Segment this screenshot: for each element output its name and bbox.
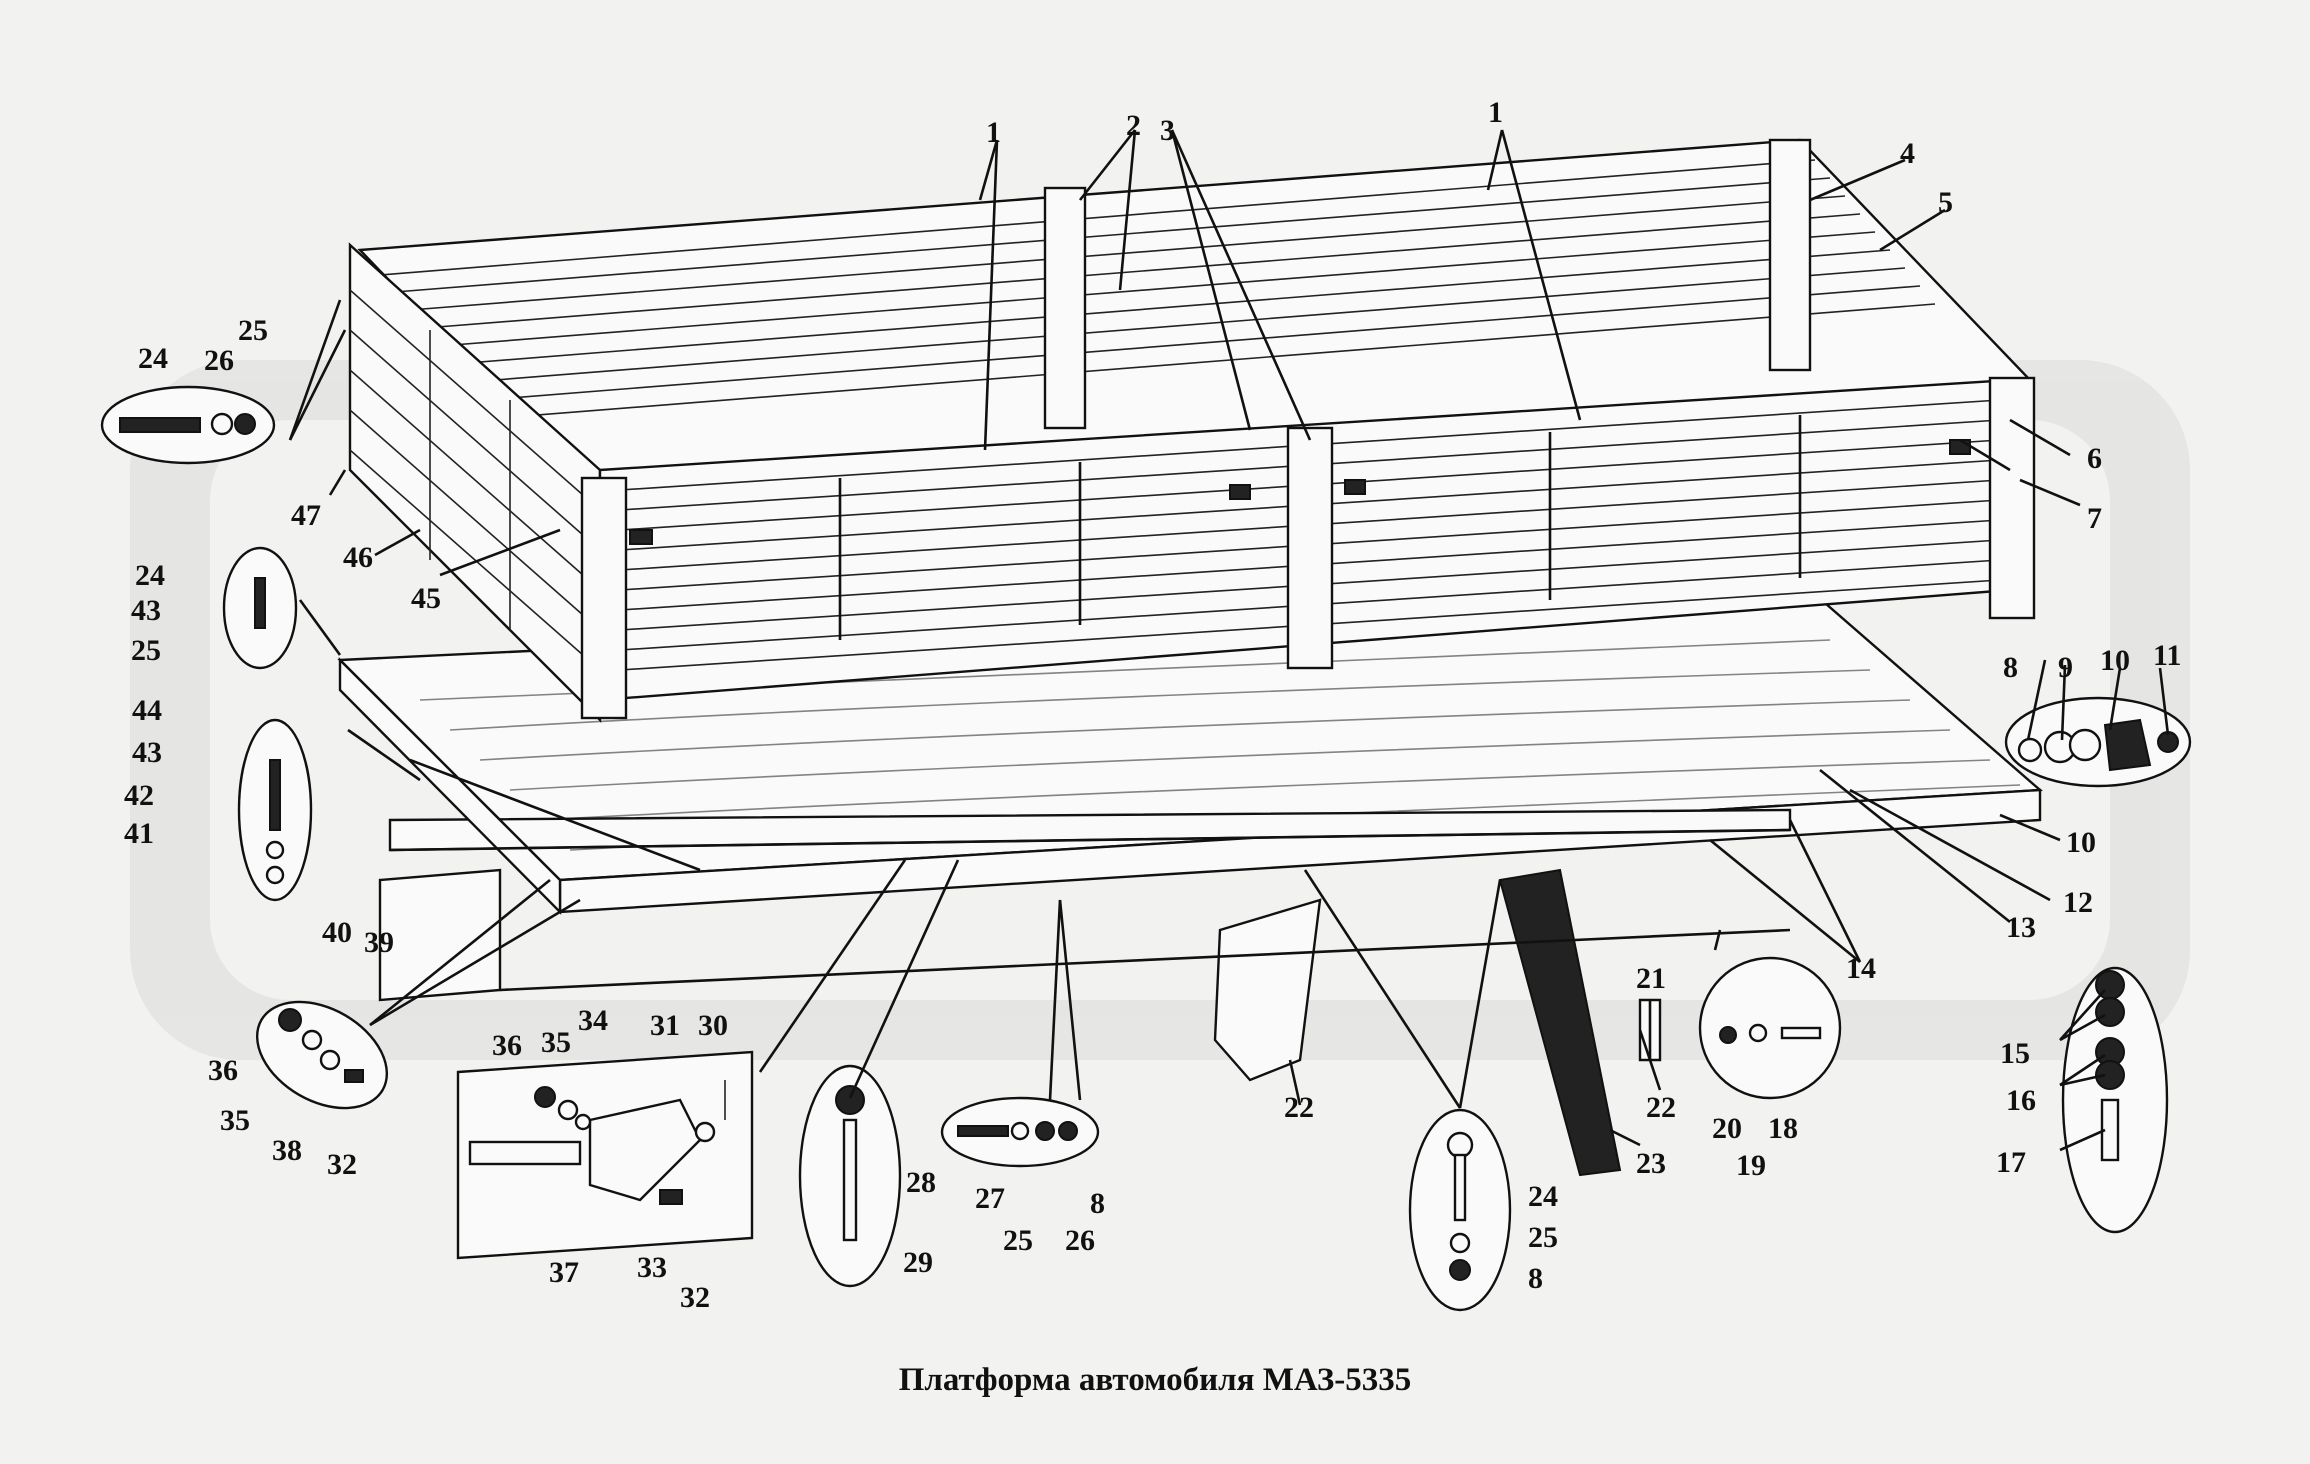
callout-4: 4 <box>1900 137 1915 170</box>
callout-14: 14 <box>1846 952 1876 985</box>
callout-43a: 43 <box>132 736 162 769</box>
callout-8b: 8 <box>1528 1262 1543 1295</box>
callout-16: 16 <box>2006 1084 2036 1117</box>
callout-30: 30 <box>698 1009 728 1042</box>
callout-10b: 10 <box>2066 826 2096 859</box>
callout-24b: 24 <box>135 559 165 592</box>
callout-2: 2 <box>1126 109 1141 142</box>
callout-23: 23 <box>1636 1147 1666 1180</box>
callout-24a: 24 <box>1528 1180 1558 1213</box>
callout-44: 44 <box>132 694 162 727</box>
callout-6: 6 <box>2087 442 2102 475</box>
callout-25d: 25 <box>238 314 268 347</box>
callout-41: 41 <box>124 817 154 850</box>
callout-27: 27 <box>975 1182 1005 1215</box>
callout-25c: 25 <box>131 634 161 667</box>
callout-12: 12 <box>2063 886 2093 919</box>
callout-35a: 35 <box>541 1026 571 1059</box>
callout-35b: 35 <box>220 1104 250 1137</box>
front-post <box>580 476 628 720</box>
callout-38: 38 <box>272 1134 302 1167</box>
callout-10a: 10 <box>2100 644 2130 677</box>
callout-17: 17 <box>1996 1146 2026 1179</box>
callout-32a: 32 <box>680 1281 710 1314</box>
callout-11: 11 <box>2153 639 2181 672</box>
callout-36b: 36 <box>208 1054 238 1087</box>
callout-7: 7 <box>2087 502 2102 535</box>
callout-45: 45 <box>411 582 441 615</box>
callout-36a: 36 <box>492 1029 522 1062</box>
callout-32b: 32 <box>327 1148 357 1181</box>
callout-8c: 8 <box>1090 1187 1105 1220</box>
front-board <box>348 242 602 723</box>
callout-31: 31 <box>650 1009 680 1042</box>
callout-19: 19 <box>1736 1149 1766 1182</box>
callout-15: 15 <box>2000 1037 2030 1070</box>
callout-28: 28 <box>906 1166 936 1199</box>
middle-post <box>1286 426 1334 670</box>
diagram-caption: Платформа автомобиля МАЗ-5335 <box>898 1362 1412 1398</box>
callout-24c: 24 <box>138 342 168 375</box>
callout-18: 18 <box>1768 1112 1798 1145</box>
mudflap-right <box>1498 868 1622 1177</box>
callout-34: 34 <box>578 1004 608 1037</box>
far-middle-post <box>1043 186 1087 430</box>
callout-labels: 1 1 2 3 4 5 6 7 8 9 10 11 10 12 13 14 15… <box>124 96 2181 1314</box>
callout-26a: 26 <box>1065 1224 1095 1257</box>
callout-25b: 25 <box>1003 1224 1033 1257</box>
leader-lines <box>288 129 2170 1152</box>
mudflap-left <box>1213 898 1322 1082</box>
callout-47: 47 <box>291 499 321 532</box>
callout-8a: 8 <box>2003 651 2018 684</box>
callout-37: 37 <box>549 1256 579 1289</box>
bubble-bolt-18 <box>1698 956 1842 1100</box>
callout-22a: 22 <box>1284 1091 1314 1124</box>
callout-5: 5 <box>1938 186 1953 219</box>
callout-26b: 26 <box>204 344 234 377</box>
callout-1b: 1 <box>1488 96 1503 129</box>
callout-13: 13 <box>2006 911 2036 944</box>
callout-21: 21 <box>1636 962 1666 995</box>
cargo-platform <box>337 138 2044 1177</box>
callout-42: 42 <box>124 779 154 812</box>
callout-46: 46 <box>343 541 373 574</box>
callout-25a: 25 <box>1528 1221 1558 1254</box>
callout-33: 33 <box>637 1251 667 1284</box>
callout-3: 3 <box>1160 114 1175 147</box>
far-rear-post <box>1768 138 1812 372</box>
callout-39: 39 <box>364 926 394 959</box>
callout-20: 20 <box>1712 1112 1742 1145</box>
callout-43b: 43 <box>131 594 161 627</box>
callout-40: 40 <box>322 916 352 949</box>
callout-29: 29 <box>903 1246 933 1279</box>
callout-9: 9 <box>2058 651 2073 684</box>
callout-1a: 1 <box>986 116 1001 149</box>
rear-post <box>1988 376 2036 620</box>
detail-bubbles <box>100 385 2192 1312</box>
callout-22b: 22 <box>1646 1091 1676 1124</box>
